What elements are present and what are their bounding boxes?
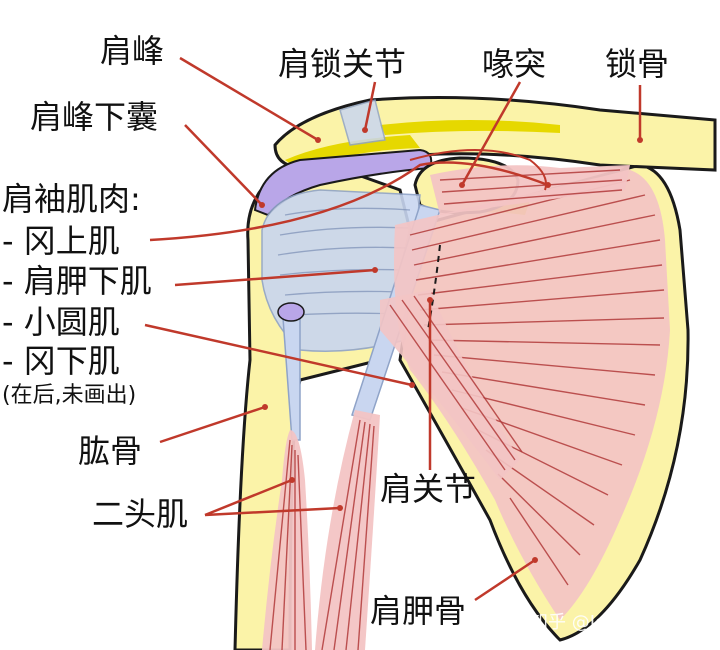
- biceps-tendon-origin: [277, 302, 305, 322]
- subscapularis-fibers: [409, 179, 665, 586]
- label-clavicle: 锁骨: [605, 45, 669, 83]
- label-biceps: 二头肌: [92, 495, 188, 533]
- teres-minor-muscle: [380, 290, 520, 480]
- supraspinatus-fibers: [439, 169, 623, 205]
- watermark: 知乎 @John Hexa: [530, 612, 681, 633]
- subscapularis-muscle: [394, 170, 670, 620]
- label-supraspinatus: - 冈上肌: [2, 222, 120, 260]
- biceps-short-fibers: [321, 419, 375, 650]
- label-ac-joint: 肩锁关节: [278, 45, 406, 83]
- leader-lines: [144, 56, 643, 602]
- label-infraspinatus: - 冈下肌: [2, 342, 120, 380]
- coracoacromial-ligament: [409, 149, 547, 191]
- label-subacromial-bursa: 肩峰下囊: [30, 98, 158, 136]
- label-scapula: 肩胛骨: [370, 592, 466, 630]
- label-infraspinatus-note: (在后,未画出): [2, 383, 136, 408]
- clavicle-underside-cartilage: [380, 120, 560, 135]
- label-rotator-cuff-heading: 肩袖肌肉:: [2, 180, 141, 218]
- label-shoulder-joint: 肩关节: [380, 470, 476, 508]
- teres-minor-fibers: [389, 295, 523, 471]
- label-subscapularis: - 肩胛下肌: [2, 262, 152, 300]
- ac-joint-capsule: [339, 99, 386, 146]
- label-coracoid: 喙突: [482, 45, 546, 83]
- label-humerus: 肱骨: [78, 432, 142, 470]
- label-acromion: 肩峰: [100, 32, 164, 70]
- label-teres-minor: - 小圆肌: [2, 303, 120, 341]
